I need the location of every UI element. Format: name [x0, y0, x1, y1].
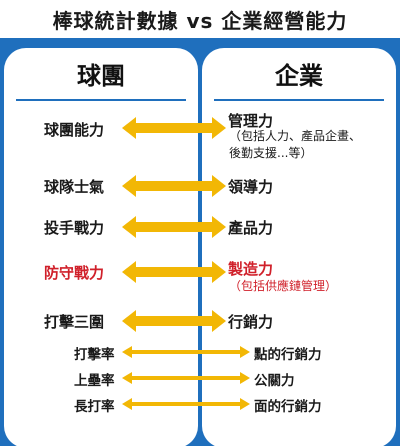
card-business: 企業 [202, 48, 396, 448]
right-item-point-marketing: 點的行銷力 [254, 347, 322, 363]
card-business-divider [214, 99, 384, 101]
card-business-header: 企業 [275, 61, 323, 90]
arrow-row-8 [122, 398, 250, 410]
left-item-slugging: 長打率 [74, 399, 115, 415]
right-item-product: 產品力 [228, 219, 274, 237]
right-item-management-note-2: 後勤支援...等） [229, 146, 313, 160]
right-item-public-relations: 公關力 [254, 373, 295, 389]
arrow-row-4 [122, 261, 226, 283]
left-item-morale: 球隊士氣 [44, 178, 105, 196]
left-item-on-base: 上壘率 [74, 373, 115, 389]
arrow-row-6 [122, 346, 250, 358]
card-team-header: 球團 [77, 61, 125, 90]
card-team-divider [16, 99, 186, 101]
right-item-manufacturing: 製造力 [228, 260, 274, 278]
left-item-pitching: 投手戰力 [44, 219, 105, 237]
right-item-leadership: 領導力 [228, 178, 274, 196]
arrow-row-3 [122, 216, 226, 238]
right-item-manufacturing-note: （包括供應鏈管理） [229, 279, 338, 293]
left-item-defense: 防守戰力 [44, 264, 105, 282]
right-item-management: 管理力 [228, 112, 274, 130]
left-item-team-ability: 球團能力 [44, 121, 105, 139]
left-item-batting: 打擊三圍 [44, 313, 105, 331]
arrow-row-5 [122, 310, 226, 332]
left-item-batting-average: 打擊率 [74, 347, 115, 363]
page-title: 棒球統計數據 vs 企業經營能力 [52, 8, 348, 33]
right-item-management-note-1: （包括人力、產品企畫、 [229, 129, 362, 143]
card-team: 球團 [4, 48, 198, 448]
arrow-row-1 [122, 117, 226, 139]
arrow-row-2 [122, 175, 226, 197]
right-item-marketing: 行銷力 [228, 313, 274, 331]
right-item-surface-marketing: 面的行銷力 [254, 399, 322, 415]
arrow-row-7 [122, 372, 250, 384]
